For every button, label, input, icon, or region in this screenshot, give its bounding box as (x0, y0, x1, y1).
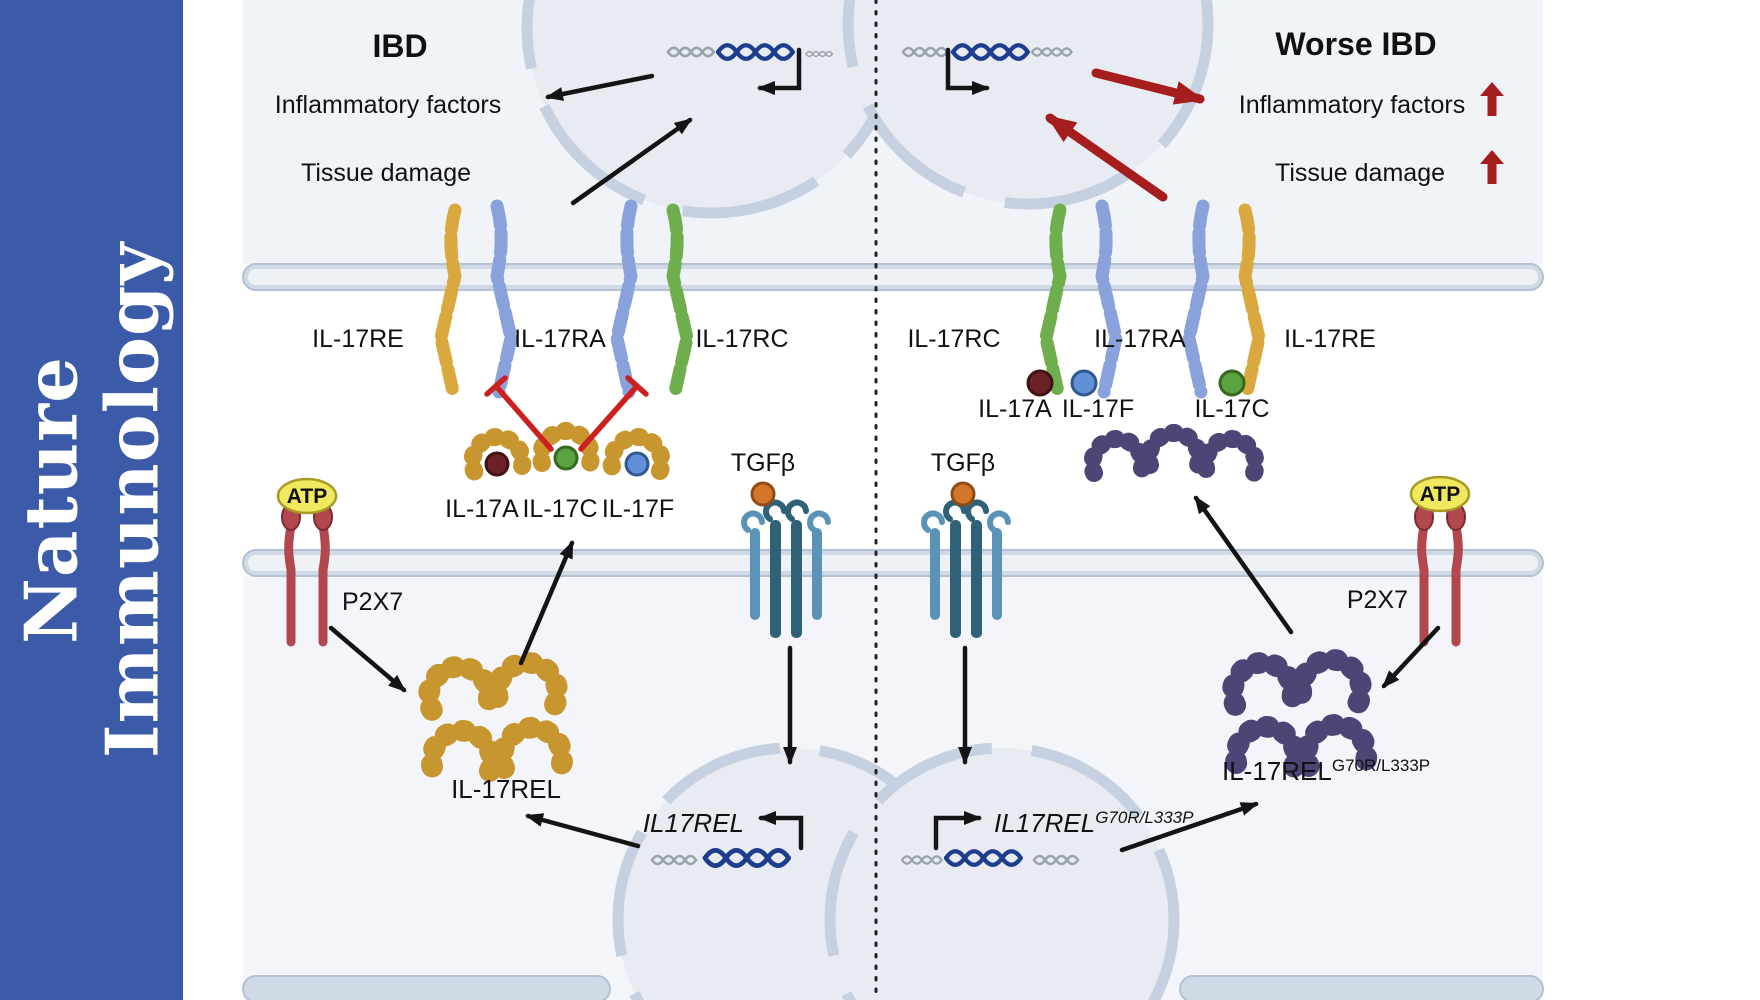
il17rel-protein-variant-sup: G70R/L333P (1332, 756, 1430, 775)
tgfb-receptor-left (741, 499, 831, 638)
red-arrow-receptor-to-nucleus-right (1045, 113, 1168, 202)
receptor-il17rc-ra-right (1039, 199, 1123, 399)
il17rel-gene-variant-sup: G70R/L333P (1095, 808, 1194, 827)
il17a-dot-right (1026, 369, 1054, 397)
label-il17f-left: IL-17F (602, 495, 674, 523)
transcription-arrow-bottom-right (933, 811, 982, 851)
atp-molecule-right (1409, 475, 1471, 513)
journal-banner: Nature Immunology (0, 0, 183, 1000)
transcription-arrow-top-left (757, 47, 802, 95)
il17a-dot-left (484, 451, 510, 477)
nucleus-top-left (521, 0, 903, 219)
receptor-il17ra-re-right (1182, 199, 1266, 399)
left-inflammatory-label: Inflammatory factors (275, 91, 501, 119)
lower-cell-membrane (242, 549, 1544, 577)
label-il17rc-right: IL-17RC (907, 325, 1000, 353)
cytokine-row-left (470, 431, 664, 475)
label-il17rel-gene-left: IL17REL (643, 808, 744, 838)
label-p2x7-right: P2X7 (1347, 586, 1408, 614)
label-il17ra-right: IL-17RA (1094, 325, 1186, 353)
label-il17a-left: IL-17A (445, 495, 519, 523)
label-atp-left: ATP (287, 485, 327, 508)
label-il17rel-protein-left: IL-17REL (451, 774, 561, 804)
label-il17c-right: IL-17C (1194, 395, 1269, 423)
tgfb-ligand-right (950, 481, 976, 507)
journal-line-1: Nature (7, 356, 93, 644)
arrow-gene-to-protein-right (1119, 801, 1259, 853)
upper-cell-membrane (242, 263, 1544, 291)
label-atp-right: ATP (1420, 483, 1460, 506)
arrow-to-inflammatory-left (545, 73, 655, 101)
arrow-il17rel-to-cytokines-left (518, 540, 575, 666)
bottom-edge-membrane (242, 975, 1544, 1000)
label-il17rel-protein-right: IL-17RELG70R/L333P (1222, 756, 1430, 786)
journal-title: Nature Immunology (7, 241, 174, 759)
label-il17re-left: IL-17RE (312, 325, 404, 353)
nucleus-bottom-right (824, 742, 1180, 1000)
il17rel-gene-name: IL17REL (994, 808, 1095, 838)
red-arrow-to-inflammatory-right (1091, 68, 1205, 105)
transcription-arrow-bottom-left (758, 811, 804, 851)
label-p2x7-left: P2X7 (342, 588, 403, 616)
label-il17re-right: IL-17RE (1284, 325, 1376, 353)
receptor-il17ra-rc-left (610, 199, 694, 399)
transcription-arrow-top-right (945, 47, 990, 95)
arrow-gene-to-protein-left (525, 813, 641, 849)
right-tissue-label: Tissue damage (1275, 159, 1445, 187)
arrow-il17rel-to-cytokines-right (1193, 495, 1294, 635)
il17c-dot-right (1218, 369, 1246, 397)
label-il17c-left: IL-17C (522, 495, 597, 523)
inhibition-tbars-left (484, 375, 649, 452)
receptor-il17re-ra-left (434, 199, 518, 399)
left-panel-title: IBD (372, 28, 427, 64)
right-inflammatory-label: Inflammatory factors (1239, 91, 1465, 119)
tgfb-ligand-left (750, 481, 776, 507)
left-tissue-label: Tissue damage (301, 159, 471, 187)
il17rel-protein-name: IL-17REL (1222, 756, 1332, 786)
atp-molecule-left (276, 477, 338, 515)
tgfb-receptor-right (921, 499, 1011, 638)
label-tgfb-right: TGFβ (931, 449, 995, 477)
label-il17rel-gene-right: IL17RELG70R/L333P (994, 808, 1194, 838)
arrow-receptor-to-nucleus-left (570, 117, 693, 206)
label-il17f-right: IL-17F (1062, 395, 1134, 423)
label-il17ra-left: IL-17RA (514, 325, 606, 353)
label-tgfb-left: TGFβ (731, 449, 795, 477)
arrow-p2x7-to-il17rel-right (1381, 625, 1441, 689)
arrow-p2x7-to-il17rel-left (328, 625, 407, 693)
il17f-dot-right (1070, 369, 1098, 397)
journal-line-2: Immunology (88, 241, 174, 759)
right-panel-title: Worse IBD (1275, 26, 1436, 62)
il17c-dot-left (553, 445, 579, 471)
il17f-dot-left (624, 451, 650, 477)
label-il17rc-left: IL-17RC (695, 325, 788, 353)
label-il17a-right: IL-17A (978, 395, 1052, 423)
mutant-cytokine-row-right (1090, 433, 1257, 473)
